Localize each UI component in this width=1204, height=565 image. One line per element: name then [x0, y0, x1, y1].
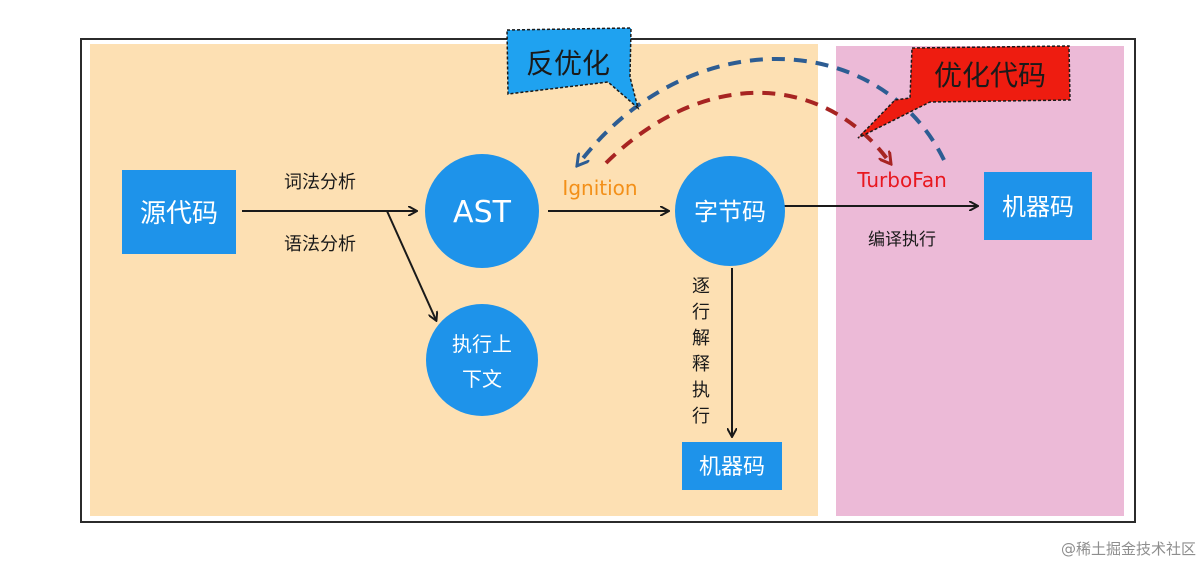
deopt-arrow [580, 57, 946, 162]
interpret-char: 行 [692, 406, 710, 427]
machine-code-label-turbofan: 机器码 [1002, 193, 1074, 221]
execution-context-label-2: 下文 [462, 367, 502, 391]
deopt-callout-text: 反优化 [526, 47, 610, 80]
machine-code-box-turbofan [984, 172, 1092, 240]
interpret-char: 行 [692, 302, 710, 323]
ast-label: AST [453, 195, 512, 230]
source-code-label: 源代码 [140, 199, 218, 229]
lexical-analysis-label: 词法分析 [284, 172, 356, 193]
machine-code-box-interpreter [682, 442, 782, 490]
interpret-char: 执 [692, 380, 710, 401]
turbofan-label: TurboFan [856, 168, 947, 192]
arrow-to-context [386, 210, 436, 320]
deopt-callout [506, 27, 640, 111]
optimize-callout [857, 45, 1071, 139]
optimize-arrow [604, 90, 888, 163]
interpret-char: 逐 [692, 276, 710, 297]
interpreter-panel [90, 44, 818, 516]
bytecode-label: 字节码 [694, 198, 766, 226]
execution-context-label-1: 执行上 [452, 332, 512, 356]
interpret-char: 解 [692, 328, 710, 349]
interpret-char: 释 [692, 354, 710, 375]
bytecode-node [675, 156, 785, 266]
interpret-line-by-line-label: 逐 行 解 释 执 行 [692, 276, 710, 427]
syntax-analysis-label: 语法分析 [284, 234, 356, 255]
ignition-label: Ignition [562, 176, 637, 200]
optimize-callout-text: 优化代码 [934, 59, 1046, 92]
watermark: @稀土掘金技术社区 [1060, 540, 1196, 558]
source-code-box [122, 170, 236, 254]
machine-code-label-interpreter: 机器码 [699, 455, 765, 480]
ast-node [425, 154, 539, 268]
execution-context-node [426, 304, 538, 416]
compile-execute-label: 编译执行 [868, 230, 936, 250]
